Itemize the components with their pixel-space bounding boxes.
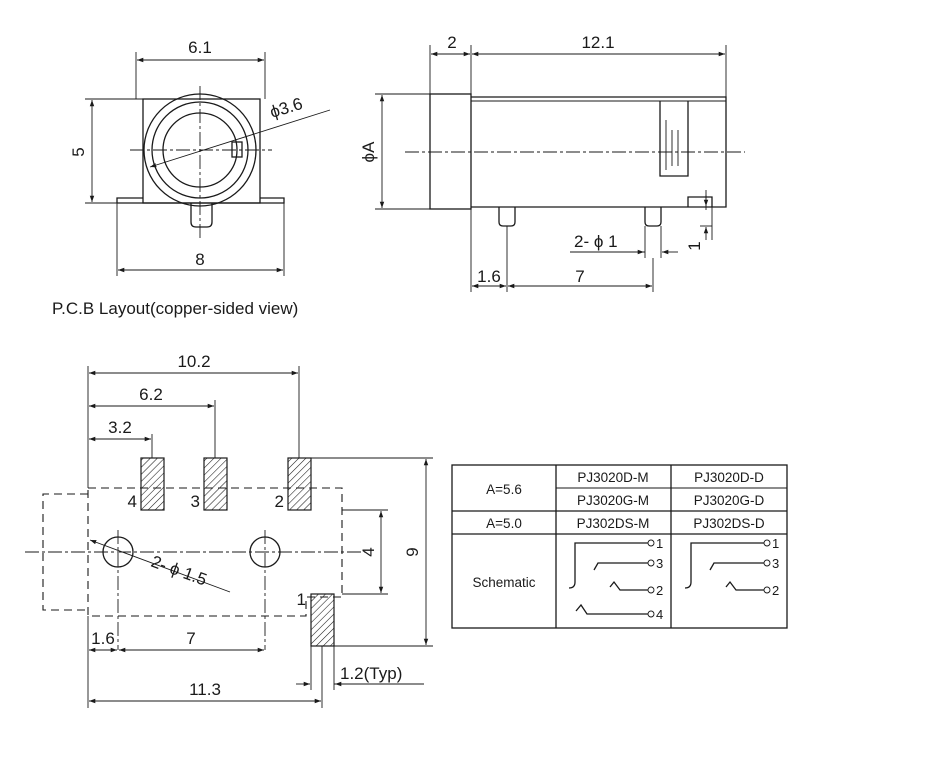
- dim-1-6: 1.6: [91, 629, 115, 648]
- model-cell: PJ302DS-M: [577, 516, 650, 531]
- dim-length-12-1: 12.1: [581, 33, 614, 52]
- schematic-m: 1 3 2 4: [568, 536, 663, 622]
- front-view: ϕ3.6 6.1 5 8: [69, 38, 331, 276]
- row-label-a-5-0: A=5.0: [486, 516, 522, 531]
- schematic-m-terminal: [647, 559, 655, 567]
- table-border: [451, 464, 788, 629]
- pad-label-4: 4: [128, 492, 137, 511]
- row-label-schematic: Schematic: [472, 575, 535, 590]
- front-bottom-pin: [190, 203, 213, 228]
- schematic-d-terminal: [763, 559, 771, 567]
- schematic-m-switch-3: [593, 562, 648, 571]
- schematic-m-pin-2: 2: [656, 583, 663, 598]
- row-label-a-5-6: A=5.6: [486, 482, 522, 497]
- schematic-m-pin-1: 1: [656, 536, 663, 551]
- pcb-outline-main: [87, 487, 343, 617]
- side-base-step: [687, 196, 713, 207]
- pcb-outline-flange: [42, 493, 88, 611]
- pad-label-2: 2: [275, 492, 284, 511]
- model-cell: PJ302DS-D: [693, 516, 765, 531]
- dim-width-6-1: 6.1: [188, 38, 212, 57]
- schematic-d-tip-2: [725, 580, 764, 591]
- pcb-layout-title: P.C.B Layout(copper-sided view): [52, 299, 298, 318]
- dim-6-2: 6.2: [139, 385, 163, 404]
- spec-table: A=5.6 A=5.0 Schematic PJ3020D-M PJ3020D-…: [451, 464, 788, 629]
- schematic-d-terminal: [763, 539, 771, 547]
- dim-pitch-7: 7: [575, 267, 584, 286]
- pad-label-1: 1: [297, 590, 306, 609]
- schematic-d-switch-3: [709, 562, 764, 571]
- schematic-d-terminal: [763, 586, 771, 594]
- pad-3: [203, 457, 228, 511]
- model-cell: PJ3020G-D: [694, 493, 765, 508]
- dim-flange-2: 2: [447, 33, 456, 52]
- pad-1: [310, 593, 335, 647]
- model-cell: PJ3020G-M: [577, 493, 649, 508]
- dim-base-8: 8: [195, 250, 204, 269]
- dim-offset-1-6: 1.6: [477, 267, 501, 286]
- dim-11-3: 11.3: [189, 680, 221, 699]
- side-view: 2 12.1 ϕA 2- ϕ 1 1 1.6 7: [359, 33, 745, 292]
- side-flange: [429, 93, 472, 210]
- dim-9: 9: [403, 547, 422, 556]
- dim-holes-2-phi-1-5: 2- ϕ 1.5: [149, 552, 210, 590]
- pcb-layout: 4 3 2 1 2- ϕ 1.5 10.2 6.2 3.2 4 9: [25, 352, 433, 708]
- schematic-m-pin-4: 4: [656, 607, 663, 622]
- schematic-m-terminal: [647, 539, 655, 547]
- schematic-d-pin-1: 1: [772, 536, 779, 551]
- dim-4: 4: [359, 547, 378, 556]
- model-cell: PJ3020D-M: [577, 470, 648, 485]
- dim-phi-a: ϕA: [359, 141, 378, 163]
- diameter-leader: [149, 109, 331, 168]
- schematic-d: 1 3 2: [684, 536, 779, 598]
- dim-pad-width-1-2-typ: 1.2(Typ): [340, 664, 402, 683]
- schematic-d-pin-2: 2: [772, 583, 779, 598]
- side-latch-detail: [665, 120, 679, 170]
- hole-leader: [89, 539, 231, 593]
- side-latch: [659, 101, 689, 177]
- model-cell: PJ3020D-D: [694, 470, 764, 485]
- schematic-m-terminal: [647, 586, 655, 594]
- front-base-flange: [116, 197, 285, 204]
- dim-3-2: 3.2: [108, 418, 132, 437]
- schematic-m-sleeve: [568, 542, 648, 589]
- dim-10-2: 10.2: [177, 352, 210, 371]
- dim-pins-2-phi-1: 2- ϕ 1: [574, 232, 618, 251]
- side-pin-left: [498, 207, 516, 227]
- schematic-d-sleeve: [684, 542, 764, 589]
- schematic-m-tip-2: [609, 580, 648, 591]
- schematic-m-pin-3: 3: [656, 556, 663, 571]
- pad-4: [140, 457, 165, 511]
- side-body: [471, 96, 727, 208]
- pad-2: [287, 457, 312, 511]
- dim-7: 7: [186, 629, 195, 648]
- dim-pin-height-1: 1: [685, 241, 704, 250]
- schematic-m-terminal: [647, 610, 655, 618]
- front-contact-tab: [231, 141, 243, 158]
- dim-diameter-3-6: ϕ3.6: [268, 94, 305, 122]
- dim-height-5: 5: [69, 147, 88, 156]
- side-pin-right: [644, 207, 662, 227]
- pad-label-3: 3: [191, 492, 200, 511]
- schematic-m-ring-4: [575, 603, 648, 615]
- schematic-d-pin-3: 3: [772, 556, 779, 571]
